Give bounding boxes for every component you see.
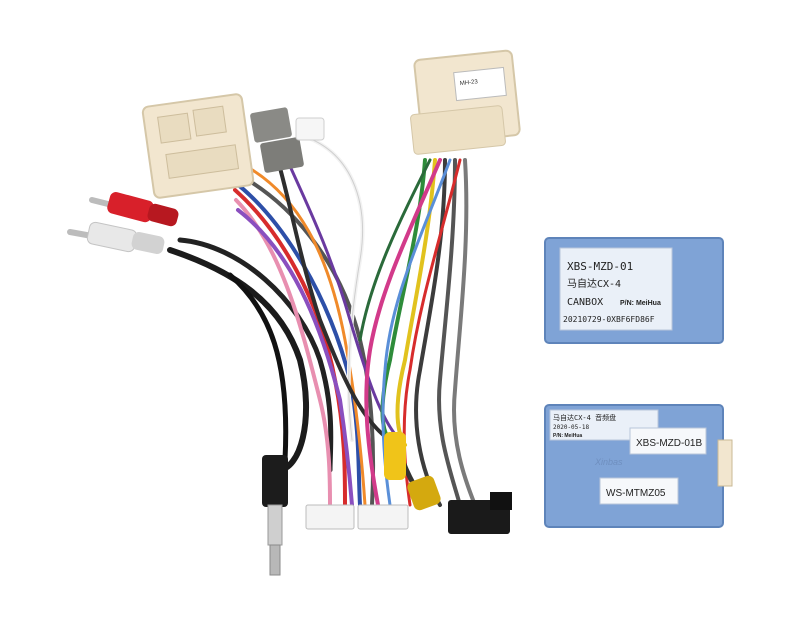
canbox-top-pn: P/N: MeiHua — [620, 300, 661, 307]
canbox-bottom-brand: Xinbas — [594, 457, 623, 467]
canbox-bottom-code: WS-MTMZ05 — [606, 488, 666, 499]
svg-text:MH-23: MH-23 — [460, 79, 479, 87]
canbox-top-type: CANBOX — [567, 297, 603, 308]
connector-cream-right: MH-23 — [410, 49, 521, 155]
canbox-top-model: XBS-MZD-01 — [567, 260, 633, 273]
connector-white-bottom-2 — [357, 504, 409, 530]
connector-white-bottom-1 — [305, 504, 355, 530]
rca-plug-white — [67, 221, 165, 255]
canbox-bottom: 马自达CX-4 音频盘 2020-05-18 P/N: MeiHua XBS-M… — [544, 404, 733, 528]
connector-white-small — [295, 117, 325, 141]
connector-cream-left — [141, 93, 255, 199]
connector-grey — [250, 107, 304, 173]
canbox-top-vehicle: 马自达CX-4 — [567, 277, 621, 290]
canbox-top-serial: 20210729-0XBF6FD86F — [563, 315, 655, 324]
connector-black-main — [448, 492, 512, 534]
rca-plug-red — [89, 192, 179, 227]
canbox-top: XBS-MZD-01 马自达CX-4 CANBOX P/N: MeiHua 20… — [544, 237, 724, 344]
canbox-bottom-date: 2020-05-18 — [553, 424, 590, 431]
antenna-plug — [262, 455, 288, 576]
canbox-bottom-pn: P/N: MeiHua — [553, 433, 582, 439]
canbox-bottom-model: XBS-MZD-01B — [636, 438, 702, 449]
rca-plug-yellow — [384, 432, 441, 511]
canbox-bottom-vehicle: 马自达CX-4 音频盘 — [553, 413, 616, 422]
